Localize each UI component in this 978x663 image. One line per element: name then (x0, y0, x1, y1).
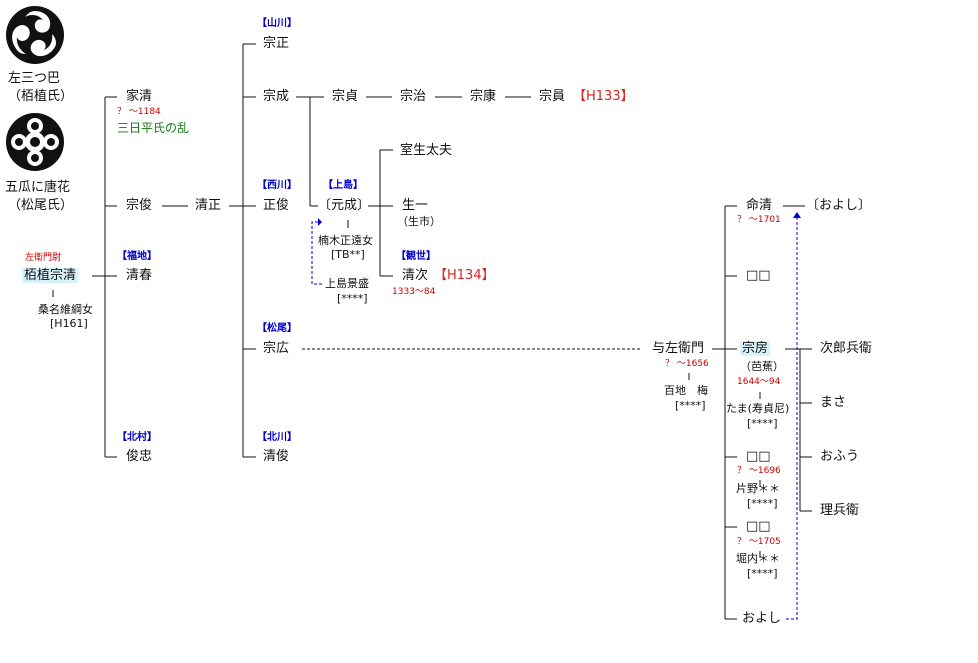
munetoshi-name: 宗俊 (126, 198, 153, 213)
child5-wife-ref: [****] (747, 567, 778, 580)
child2-name: □□ (746, 268, 771, 283)
munekazu-name: 宗員 (539, 89, 566, 104)
child4-name: □□ (746, 449, 771, 464)
munefusa-dates: 1644～94 (737, 377, 781, 387)
child4-wife-ref: [****] (747, 497, 778, 510)
root-name: 栢植宗清 (22, 268, 79, 283)
root-wife-ref: [H161] (50, 317, 88, 330)
munefusa-alt: （芭蕉） (740, 360, 784, 373)
ribei-name: 理兵衛 (820, 503, 860, 518)
yozaemon-name: 与左衛門 (652, 341, 705, 356)
yozaemon-wife-ref: [****] (675, 399, 706, 412)
kiyomasa-name: 清正 (195, 198, 222, 213)
kiyotoshi-name: 清俊 (263, 449, 290, 464)
kiyotsugu-branch: 【観世】 (396, 251, 436, 262)
root-wife: 桑名維綱女 (38, 303, 93, 316)
muneyasu-name: 宗康 (470, 89, 497, 104)
mokko-crest-icon (6, 113, 64, 171)
kiyotsugu-name: 清次 (402, 268, 429, 283)
oyoshi-name: およし (742, 611, 782, 626)
munemasa-branch: 【山川】 (257, 18, 297, 29)
motonari-father: 上島景盛 (325, 277, 369, 290)
jirobei-name: 次郎兵衛 (820, 341, 873, 356)
munehiro-branch: 【松尾】 (257, 323, 297, 334)
motonari-branch: 【上島】 (323, 180, 363, 191)
kiyotsugu-dates: 1333～84 (392, 287, 436, 297)
munefusa-wife-ref: [****] (747, 417, 778, 430)
iekiyo-dates: ？ ～1184 (117, 107, 161, 117)
kiyoharu-branch: 【福地】 (117, 251, 157, 262)
masa-name: まさ (820, 395, 847, 410)
iekiyo-note: 三日平氏の乱 (117, 121, 190, 135)
meikiyo-name: 命清 (746, 198, 773, 213)
yozaemon-dates: ？ ～1656 (665, 359, 709, 369)
crest2-name: 五瓜に唐花 (5, 180, 71, 195)
child4-dates: ？ ～1696 (737, 466, 781, 476)
muneharu-name: 宗治 (400, 89, 427, 104)
child5-wife: 堀内＊＊ (736, 552, 780, 565)
munehiro-name: 宗広 (263, 341, 290, 356)
kiyoharu-name: 清春 (126, 268, 153, 283)
kiyotsugu-ref: 【H134】 (434, 268, 495, 283)
root-title: 左衛門尉 (25, 253, 62, 263)
crest2-clan: （松尾氏） (8, 198, 74, 213)
meikiyo-dates: ？ ～1701 (737, 215, 781, 225)
toshitada-name: 俊忠 (126, 449, 153, 464)
iekiyo-name: 家清 (126, 89, 153, 104)
munenari-name: 宗成 (263, 89, 290, 104)
masatoshi-branch: 【西川】 (257, 180, 297, 191)
motonari-father-ref: [****] (337, 292, 368, 305)
child5-name: □□ (746, 519, 771, 534)
motonari-name: 〔元成〕 (318, 198, 371, 213)
toshitada-branch: 【北村】 (117, 432, 157, 443)
munefusa-wife: たま(寿貞尼) (726, 402, 790, 415)
ikuichi-name: 生一 (402, 198, 429, 213)
crest1-name: 左三つ巴 (8, 71, 61, 86)
child4-wife: 片野＊＊ (736, 482, 780, 495)
ofuu-name: おふう (820, 449, 860, 464)
munemasa-name: 宗正 (263, 36, 290, 51)
mitsudomoe-crest-icon (6, 6, 64, 64)
adopted-oyoshi-name: 〔およし〕 (806, 198, 872, 213)
crest1-clan: （栢植氏） (8, 89, 74, 104)
kiyotoshi-branch: 【北川】 (257, 432, 297, 443)
murou-name: 室生太夫 (400, 143, 453, 158)
ikuichi-alt: （生市） (397, 215, 441, 228)
masatoshi-name: 正俊 (263, 198, 290, 213)
munesada-name: 宗貞 (332, 89, 359, 104)
munefusa-name: 宗房 (740, 341, 771, 356)
munenari-ref: 【H133】 (573, 89, 634, 104)
motonari-wife: 楠木正遠女 (318, 234, 373, 247)
yozaemon-wife: 百地 梅 (664, 384, 708, 397)
child5-dates: ？ ～1705 (737, 537, 781, 547)
motonari-wife-ref: [TB**] (331, 248, 365, 261)
